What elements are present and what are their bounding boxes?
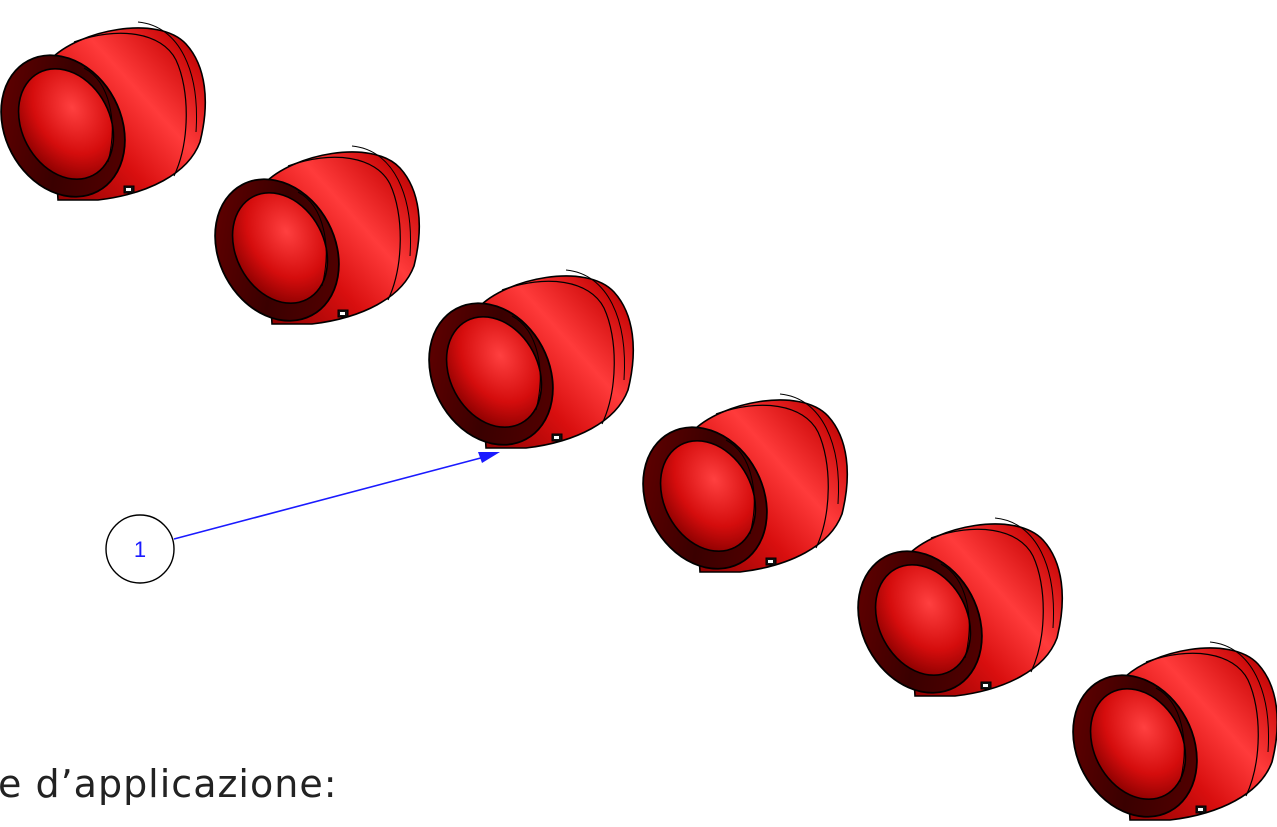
bushing-5 <box>833 517 1064 716</box>
balloon-leader <box>173 452 500 540</box>
caption-text: e d’applicazione: <box>0 762 338 806</box>
bushing-6 <box>1048 641 1277 827</box>
bushing-1 <box>0 21 207 220</box>
bushing-4 <box>618 393 849 592</box>
balloon-number: 1 <box>134 537 146 562</box>
item-balloon[interactable]: 1 <box>105 514 175 584</box>
bushing-2 <box>190 145 421 344</box>
bushing-3 <box>404 269 635 468</box>
